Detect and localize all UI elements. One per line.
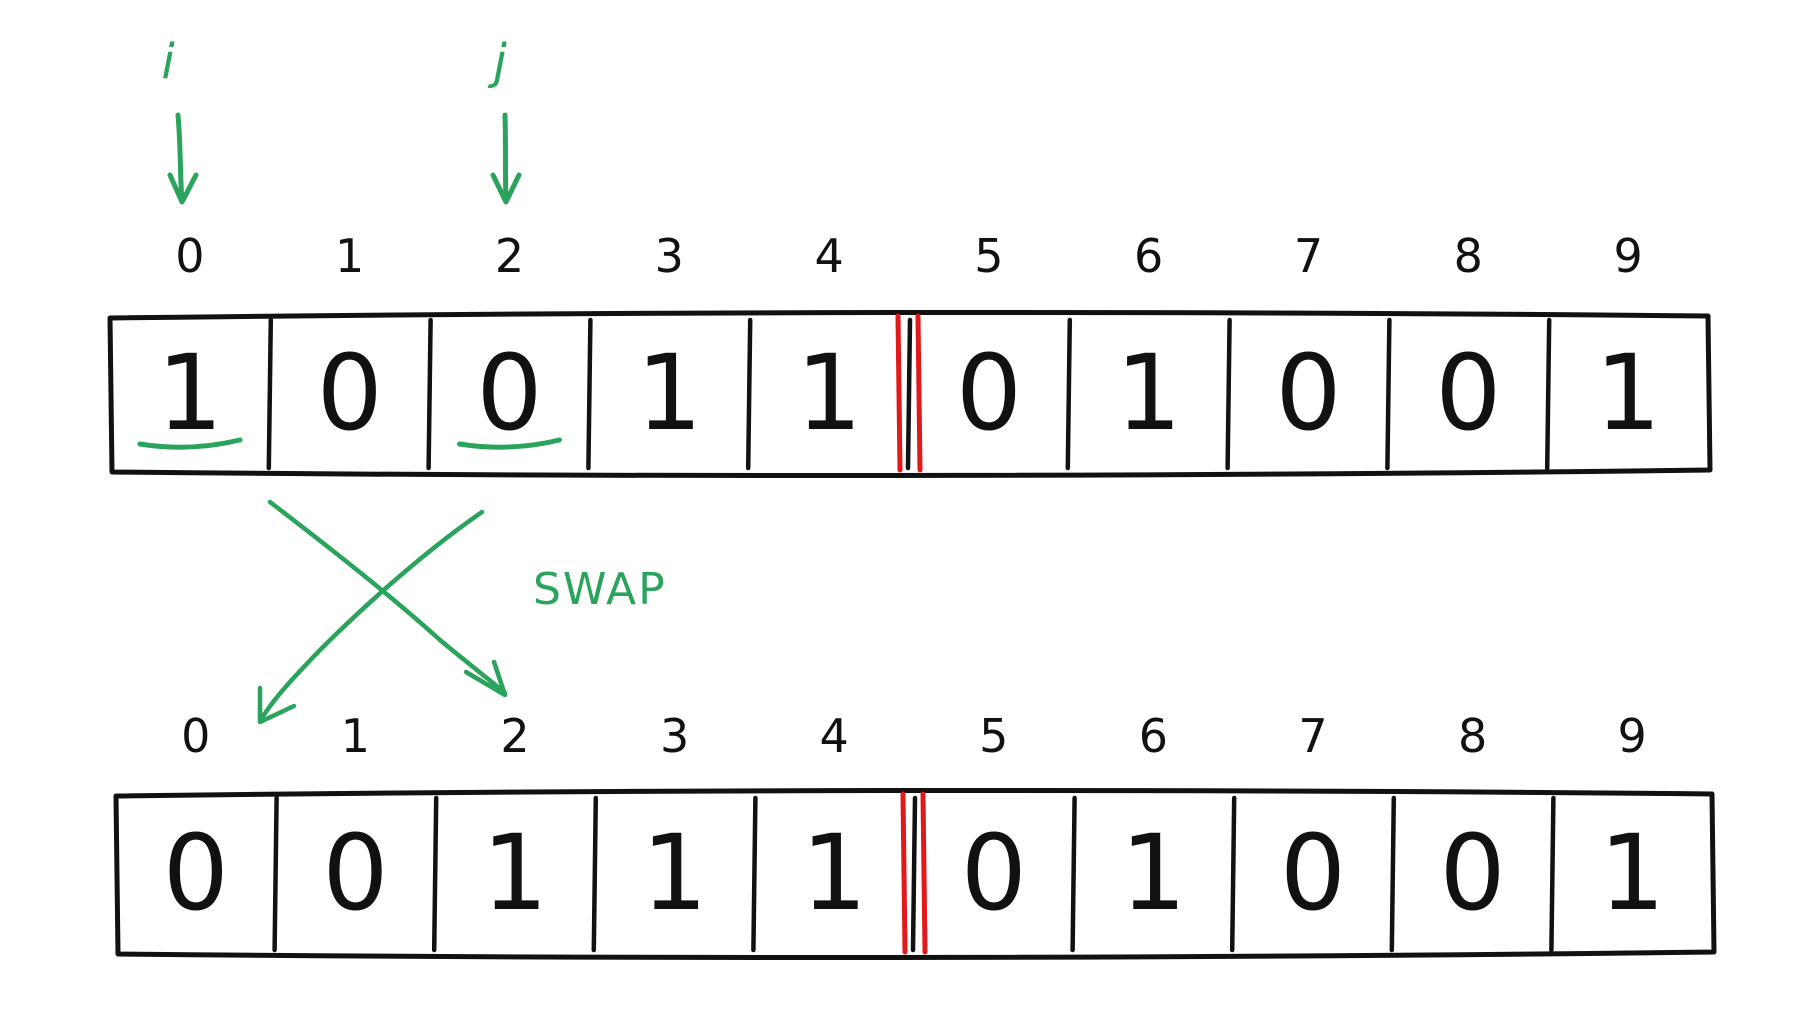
partition-line [915,313,923,473]
array-frame [107,309,1713,479]
index-label: 7 [1298,709,1327,763]
swap-arrows [257,499,508,725]
cell-divider [586,317,593,471]
cell-value: 1 [1120,812,1186,934]
cell-value: 1 [157,332,223,454]
pointer-j-arrow [490,112,522,205]
cell-divider [751,795,758,953]
cell-value: 1 [1599,812,1665,934]
pointer-j-label: j [487,34,507,90]
cell-divider [591,795,599,953]
cell-divider [745,317,753,471]
cell-divider [266,317,274,471]
index-label: 0 [175,229,204,283]
cell-value: 0 [476,332,542,454]
cell-value: 0 [1440,812,1506,934]
index-label: 4 [814,229,843,283]
index-label: 3 [655,229,684,283]
cell-divider [1065,317,1073,471]
index-label: 0 [181,709,210,763]
cell-divider [426,317,433,471]
index-label: 2 [495,229,524,283]
cell-value: 1 [1116,332,1182,454]
cell-divider [905,317,913,471]
cell-divider [1544,317,1552,471]
cell-divider [910,795,918,953]
cell-value: 1 [1595,332,1661,454]
index-label: 2 [500,709,529,763]
pointer-i-arrow [167,112,199,205]
cell-value: 0 [317,332,383,454]
cell-value: 1 [796,332,862,454]
partition-line [900,791,908,955]
index-label: 5 [979,709,1008,763]
index-label: 3 [660,709,689,763]
cell-value: 1 [482,812,548,934]
index-label: 7 [1294,229,1323,283]
cell-value: 0 [961,812,1027,934]
cell-divider [1070,795,1077,953]
cell-value: 0 [1280,812,1346,934]
index-label: 6 [1134,229,1163,283]
highlight-underline [137,437,243,450]
pointer-i-label: i [161,34,175,90]
partition-line [920,791,928,955]
cell-value: 0 [956,332,1022,454]
cell-value: 0 [322,812,388,934]
cell-divider [1549,795,1556,953]
cell-value: 0 [1275,332,1341,454]
index-label: 1 [335,229,364,283]
index-label: 6 [1139,709,1168,763]
cell-value: 1 [642,812,708,934]
index-label: 8 [1458,709,1487,763]
cell-divider [272,795,279,953]
index-label: 1 [341,709,370,763]
cell-divider [1385,317,1392,471]
index-label: 8 [1454,229,1483,283]
swap-label: SWAP [533,564,667,615]
cell-divider [431,795,439,953]
index-label: 4 [820,709,849,763]
partition-line [895,313,903,473]
cell-value: 0 [1435,332,1501,454]
highlight-underline [457,437,562,450]
cell-divider [1225,317,1232,471]
index-label: 5 [974,229,1003,283]
cell-value: 0 [163,812,229,934]
index-label: 9 [1618,709,1647,763]
cell-divider [1389,795,1397,953]
array-frame [113,787,1717,961]
cell-value: 1 [636,332,702,454]
index-label: 9 [1613,229,1642,283]
cell-value: 1 [801,812,867,934]
cell-divider [1229,795,1237,953]
